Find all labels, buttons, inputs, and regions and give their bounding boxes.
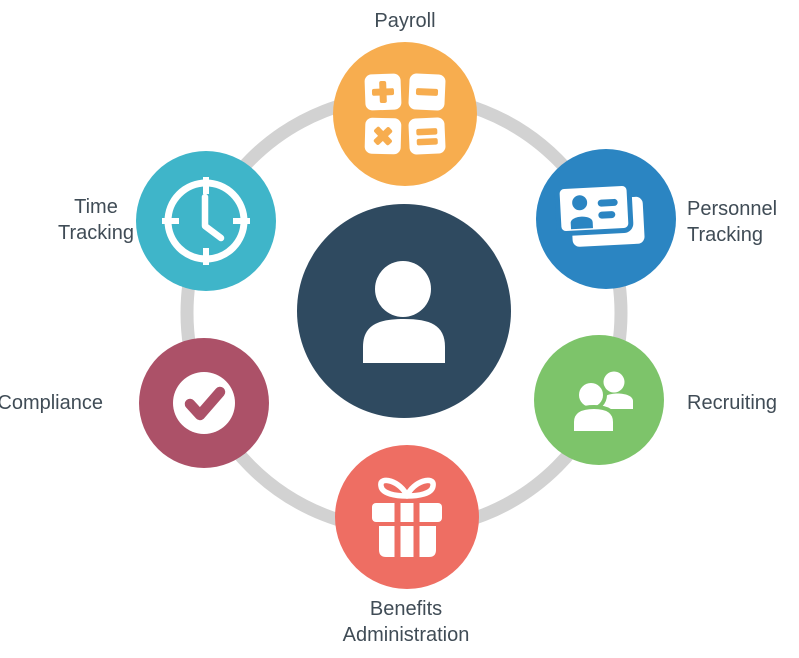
- front-person-head: [575, 379, 607, 411]
- label-line: Time: [74, 196, 118, 218]
- back-person-head: [603, 371, 625, 393]
- gift-bow-right: [404, 477, 436, 499]
- gift-ribbon-gap-left: [394, 502, 401, 558]
- id-card-person-head: [572, 195, 588, 211]
- gift-icon: [372, 477, 442, 558]
- checkmark-stroke: [184, 386, 226, 421]
- gift-body: [379, 526, 436, 557]
- node-circle-recruiting: [534, 335, 664, 465]
- checkmark-icon: [173, 372, 235, 434]
- id-card-line-1: [597, 198, 618, 207]
- center-circle: [297, 204, 511, 418]
- node-circle-benefits-administration: [335, 445, 479, 589]
- payroll-circle-bg: [333, 42, 477, 186]
- calc-plus-tile: [364, 73, 402, 111]
- label-line: Personnel: [687, 198, 778, 220]
- calc-equals-top: [416, 128, 438, 136]
- id-card-front: [554, 181, 634, 236]
- label-line: Recruiting: [687, 392, 778, 414]
- calculator-icon: [364, 73, 446, 155]
- clock-hands: [201, 193, 225, 242]
- label-line: Benefits: [369, 598, 443, 620]
- label-compliance: Compliance: [0, 390, 103, 416]
- node-circle-payroll: [333, 42, 477, 186]
- label-benefits-administration: Benefits Administration: [306, 596, 506, 648]
- gift-lid: [372, 503, 442, 522]
- person-head: [375, 261, 431, 317]
- calc-times-tile: [364, 117, 402, 155]
- id-card-icon: [554, 181, 645, 247]
- calc-times-v: [373, 127, 393, 145]
- label-time-tracking: Time Tracking: [15, 194, 177, 246]
- front-person-body: [570, 404, 617, 435]
- person-icon: [363, 261, 445, 363]
- label-payroll: Payroll: [305, 8, 505, 34]
- label-line: Payroll: [374, 10, 436, 32]
- calc-equals-tile: [408, 117, 446, 155]
- gift-bow-left: [378, 477, 410, 499]
- label-line: Tracking: [687, 224, 763, 246]
- label-line: Tracking: [58, 222, 134, 244]
- people-icon: [570, 371, 633, 435]
- calc-equals-bottom: [416, 138, 438, 146]
- calc-tile: [408, 117, 446, 155]
- node-circle-compliance: [139, 338, 269, 468]
- label-personnel-tracking: Personnel Tracking: [687, 196, 777, 248]
- calc-minus-tile: [408, 73, 446, 111]
- label-recruiting: Recruiting: [687, 390, 777, 416]
- calc-plus-v: [379, 80, 387, 104]
- label-line: Administration: [342, 624, 470, 646]
- person-body: [363, 319, 445, 363]
- node-circle-personnel-tracking: [536, 149, 676, 289]
- label-line: Compliance: [0, 392, 103, 414]
- clock-icon: [162, 177, 250, 265]
- id-card-person-body: [570, 216, 593, 230]
- calc-minus: [415, 88, 439, 96]
- id-card-line-2: [598, 211, 616, 219]
- node-circle-time-tracking: [136, 151, 276, 291]
- back-person-body: [602, 393, 633, 409]
- gift-ribbon-gap-right: [413, 502, 420, 558]
